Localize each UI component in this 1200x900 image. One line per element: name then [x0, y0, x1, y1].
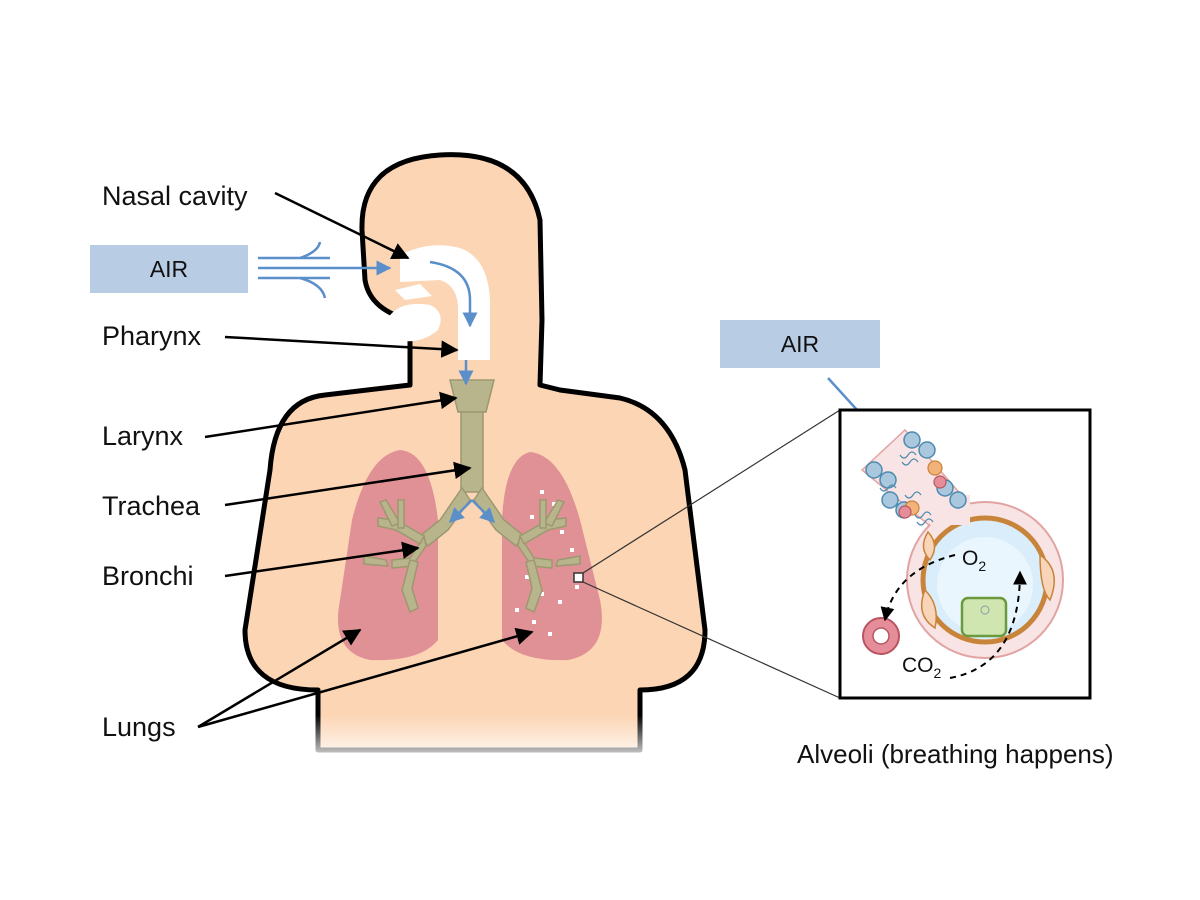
label-trachea: Trachea — [102, 491, 201, 521]
label-pharynx: Pharynx — [102, 321, 202, 351]
label-nasal-cavity: Nasal cavity — [102, 181, 248, 211]
o2-label: O2 — [962, 547, 986, 574]
label-lungs: Lungs — [102, 712, 176, 742]
co2-label: CO2 — [902, 654, 942, 681]
o2-exchange-arrow — [880, 554, 956, 622]
label-bronchi: Bronchi — [102, 561, 194, 591]
alveoli-caption: Alveoli (breathing happens) — [797, 739, 1114, 769]
zoom-marker — [573, 572, 584, 583]
air-label-left: AIR — [150, 256, 188, 282]
trachea-shape — [460, 411, 484, 493]
air-box-right: AIR — [720, 320, 880, 368]
label-larynx: Larynx — [102, 421, 184, 451]
nasal-cavity-shape — [387, 245, 490, 360]
air-box-left: AIR — [90, 245, 248, 293]
airflow-arrows — [258, 241, 496, 524]
larynx-shape — [449, 379, 495, 413]
co2-exchange-arrow — [949, 570, 1027, 679]
zoom-connectors — [573, 409, 841, 699]
leader-arrows — [197, 191, 534, 729]
alveoli-inset: O2 CO2 — [838, 408, 1092, 700]
air-label-right: AIR — [781, 331, 819, 357]
airway-tree — [363, 379, 581, 614]
